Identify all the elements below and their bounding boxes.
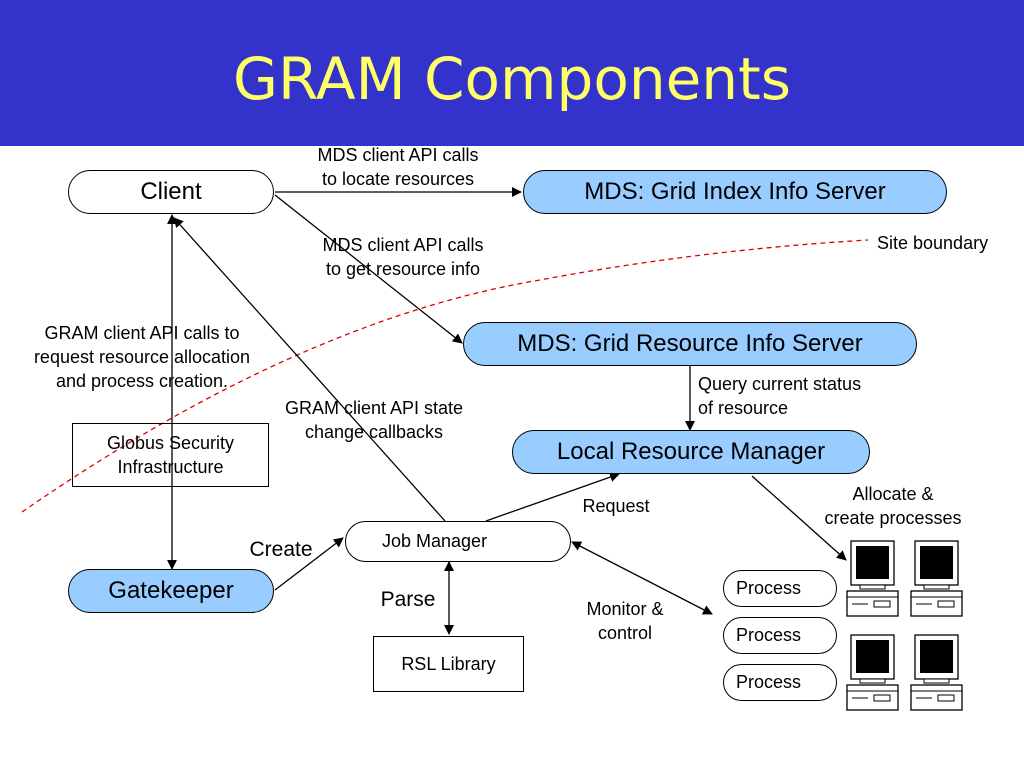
label-request: Request [582, 496, 650, 516]
process-node: Process [723, 664, 837, 701]
computer-icon [846, 634, 899, 711]
client-node: Client [68, 170, 274, 214]
label-site-boundary: Site boundary [877, 233, 989, 253]
edge-jobmanager-to-local-rm [485, 472, 620, 522]
local-resource-manager-node: Local Resource Manager [512, 430, 870, 474]
globus-security-infrastructure-node: Globus Security Infrastructure [72, 423, 269, 487]
computer-icon [910, 540, 963, 617]
job-manager-node: Job Manager [345, 521, 571, 562]
rsl-library-node: RSL Library [373, 636, 524, 692]
mds-resource-server-node: MDS: Grid Resource Info Server [463, 322, 917, 366]
slide-title: GRAM Components [233, 45, 791, 113]
label-mds-locate: MDS client API calls to locate resources [317, 145, 479, 189]
computer-icon [846, 540, 899, 617]
label-query-status: Query current status of resource [698, 374, 862, 418]
edge-local-rm-to-computers [751, 475, 847, 561]
edge-jobmanager-to-client [173, 217, 446, 522]
process-node: Process [723, 570, 837, 607]
edge-gatekeeper-to-jobmanager [274, 537, 344, 591]
edge-client-to-mds-resource [274, 194, 463, 344]
label-allocate: Allocate & create processes [824, 484, 962, 528]
label-monitor-control: Monitor & control [586, 599, 664, 643]
mds-index-server-node: MDS: Grid Index Info Server [523, 170, 947, 214]
computer-icon [910, 634, 963, 711]
label-parse: Parse [380, 588, 436, 611]
title-bar [0, 0, 1024, 146]
gatekeeper-node: Gatekeeper [68, 569, 274, 613]
label-mds-info: MDS client API calls to get resource inf… [322, 235, 484, 279]
process-node: Process [723, 617, 837, 654]
label-gram-request: GRAM client API calls to request resourc… [33, 323, 251, 391]
label-state-callbacks: GRAM client API state change callbacks [284, 398, 464, 442]
edge-jobmanager-processes [571, 541, 713, 615]
label-create: Create [249, 538, 313, 561]
